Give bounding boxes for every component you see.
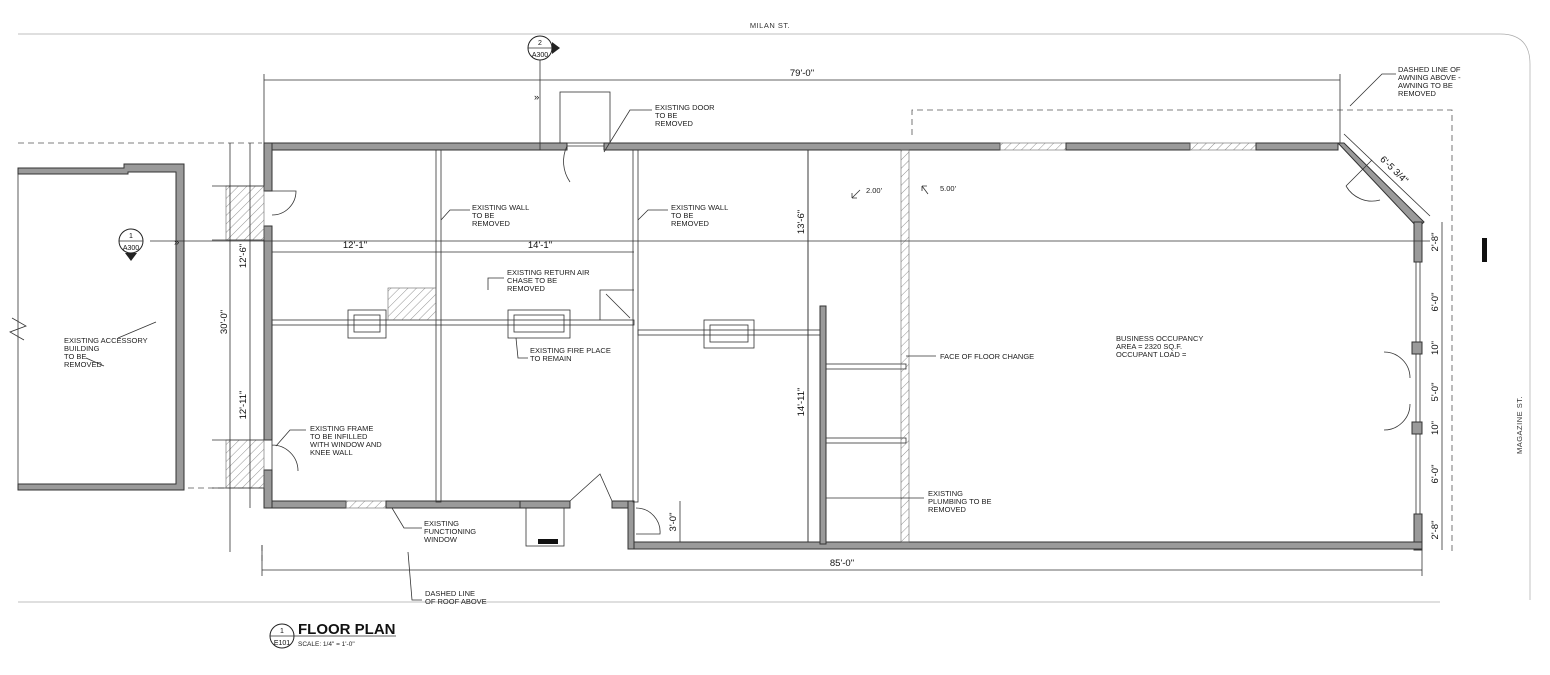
note-awning-l3: AWNING TO BE bbox=[1398, 81, 1453, 90]
title-detail-number: 1 bbox=[280, 628, 284, 635]
slope-2: 5.00' bbox=[940, 184, 957, 193]
section-marker-left-number: 1 bbox=[129, 233, 133, 240]
note-awning-l2: AWNING ABOVE - bbox=[1398, 73, 1461, 82]
section-arrow-left: » bbox=[174, 237, 179, 248]
note-accessory-l3: TO BE bbox=[64, 352, 86, 361]
note-accessory-l2: BUILDING bbox=[64, 344, 100, 353]
note-floor-change-l1: FACE OF FLOOR CHANGE bbox=[940, 352, 1034, 361]
note-window-l2: FUNCTIONING bbox=[424, 527, 476, 536]
note-occupancy-l3: OCCUPANT LOAD = bbox=[1116, 350, 1187, 359]
note-wall-1-l2: TO BE bbox=[472, 211, 494, 220]
dim-right-seg-3: 10" bbox=[1430, 341, 1441, 355]
note-frame-l2: TO BE INFILLED bbox=[310, 432, 368, 441]
note-fire-place: EXISTING FIRE PLACE TO REMAIN bbox=[530, 346, 611, 363]
drawing-title: FLOOR PLAN bbox=[298, 621, 396, 638]
leader-lines bbox=[85, 73, 1396, 601]
note-window-l3: WINDOW bbox=[424, 535, 458, 544]
section-marker-left: 1 A300 » bbox=[118, 228, 179, 261]
note-existing-door: EXISTING DOOR TO BE REMOVED bbox=[655, 103, 715, 128]
dim-left-upper: 12'-6" bbox=[238, 244, 249, 268]
note-window-l1: EXISTING bbox=[424, 519, 459, 528]
dim-overall-top: 79'-0" bbox=[790, 68, 814, 79]
note-roof-l1: DASHED LINE bbox=[425, 589, 475, 598]
dim-right-seg-7: 2'-8" bbox=[1430, 521, 1441, 540]
doors bbox=[271, 91, 1411, 547]
note-awning-l4: REMOVED bbox=[1398, 89, 1437, 98]
fireplaces bbox=[347, 309, 755, 349]
dim-right-seg-6: 6'-0" bbox=[1430, 465, 1441, 484]
note-plumbing-l2: PLUMBING TO BE bbox=[928, 497, 992, 506]
note-existing-wall-2: EXISTING WALL TO BE REMOVED bbox=[671, 203, 728, 228]
note-wall-2-l2: TO BE bbox=[671, 211, 693, 220]
dim-right-seg-2: 6'-0" bbox=[1430, 293, 1441, 312]
section-marker-top-sheet: A300 bbox=[532, 52, 548, 59]
note-fire-place-l2: TO REMAIN bbox=[530, 354, 572, 363]
accessory-building bbox=[17, 163, 185, 491]
note-accessory-l4: REMOVED bbox=[64, 360, 103, 369]
note-accessory-l1: EXISTING ACCESSORY bbox=[64, 336, 148, 345]
slope-1: 2.00' bbox=[866, 186, 883, 195]
dim-right-seg-5: 10" bbox=[1430, 421, 1441, 435]
note-existing-door-l1: EXISTING DOOR bbox=[655, 103, 715, 112]
note-existing-door-l2: TO BE bbox=[655, 111, 677, 120]
section-marker-top: 2 A300 » bbox=[527, 35, 560, 103]
dim-right-segments: 2'-8" 6'-0" 10" 5'-0" 10" 6'-0" 2'-8" bbox=[1430, 233, 1441, 540]
note-wall-2-l3: REMOVED bbox=[671, 219, 710, 228]
return-air-chase bbox=[387, 287, 634, 321]
note-floor-change: FACE OF FLOOR CHANGE bbox=[940, 352, 1034, 361]
dim-right-seg-4: 5'-0" bbox=[1430, 383, 1441, 402]
section-marker-top-number: 2 bbox=[538, 40, 542, 47]
street-north: MILAN ST. bbox=[750, 21, 790, 30]
dimension-lines bbox=[150, 58, 1487, 576]
dim-right-seg-1: 2'-8" bbox=[1430, 233, 1441, 252]
title-sheet: E101 bbox=[274, 640, 290, 647]
note-wall-1-l3: REMOVED bbox=[472, 219, 511, 228]
note-occupancy: BUSINESS OCCUPANCY AREA = 2320 SQ.F. OCC… bbox=[1116, 334, 1203, 359]
exterior-walls bbox=[212, 142, 1425, 551]
note-plumbing: EXISTING PLUMBING TO BE REMOVED bbox=[928, 489, 992, 514]
note-return-air: EXISTING RETURN AIR CHASE TO BE REMOVED bbox=[507, 268, 590, 293]
note-frame-l3: WITH WINDOW AND bbox=[310, 440, 382, 449]
break-line bbox=[9, 317, 27, 341]
dim-center-lower: 14'-11" bbox=[796, 388, 807, 417]
dim-left-lower: 12'-11" bbox=[238, 391, 249, 420]
note-plumbing-l1: EXISTING bbox=[928, 489, 963, 498]
note-frame-l1: EXISTING FRAME bbox=[310, 424, 373, 433]
note-functioning-window: EXISTING FUNCTIONING WINDOW bbox=[424, 519, 476, 544]
note-roof-above: DASHED LINE OF ROOF ABOVE bbox=[425, 589, 487, 606]
dim-overall-bottom: 85'-0" bbox=[830, 558, 854, 569]
section-arrow-top: » bbox=[534, 92, 539, 103]
note-return-air-l1: EXISTING RETURN AIR bbox=[507, 268, 590, 277]
note-fire-place-l1: EXISTING FIRE PLACE bbox=[530, 346, 611, 355]
note-return-air-l2: CHASE TO BE bbox=[507, 276, 557, 285]
site-lines bbox=[18, 33, 1531, 603]
dashed-outlines bbox=[261, 109, 1453, 565]
dim-door-width: 3'-0" bbox=[668, 513, 679, 532]
note-roof-l2: OF ROOF ABOVE bbox=[425, 597, 487, 606]
title-block: 1 E101 FLOOR PLAN SCALE: 1/4" = 1'-0" bbox=[269, 621, 396, 649]
dim-left-depth: 30'-0" bbox=[219, 310, 230, 334]
note-accessory-building: EXISTING ACCESSORY BUILDING TO BE REMOVE… bbox=[64, 336, 148, 369]
note-wall-1-l1: EXISTING WALL bbox=[472, 203, 529, 212]
note-plumbing-l3: REMOVED bbox=[928, 505, 967, 514]
note-awning: DASHED LINE OF AWNING ABOVE - AWNING TO … bbox=[1398, 65, 1461, 98]
note-wall-2-l1: EXISTING WALL bbox=[671, 203, 728, 212]
note-frame-l4: KNEE WALL bbox=[310, 448, 353, 457]
note-awning-l1: DASHED LINE OF bbox=[1398, 65, 1461, 74]
drawing-scale: SCALE: 1/4" = 1'-0" bbox=[298, 641, 355, 648]
note-existing-door-l3: REMOVED bbox=[655, 119, 694, 128]
note-occupancy-l2: AREA = 2320 SQ.F. bbox=[1116, 342, 1182, 351]
note-existing-frame: EXISTING FRAME TO BE INFILLED WITH WINDO… bbox=[310, 424, 382, 457]
section-marker-left-sheet: A300 bbox=[123, 245, 139, 252]
note-existing-wall-1: EXISTING WALL TO BE REMOVED bbox=[472, 203, 529, 228]
note-occupancy-l1: BUSINESS OCCUPANCY bbox=[1116, 334, 1203, 343]
dim-room-1: 12'-1" bbox=[343, 240, 367, 251]
note-return-air-l3: REMOVED bbox=[507, 284, 546, 293]
dim-room-2: 14'-1" bbox=[528, 240, 552, 251]
street-east: MAGAZINE ST. bbox=[1515, 396, 1524, 454]
dim-center-upper: 13'-6" bbox=[796, 210, 807, 234]
